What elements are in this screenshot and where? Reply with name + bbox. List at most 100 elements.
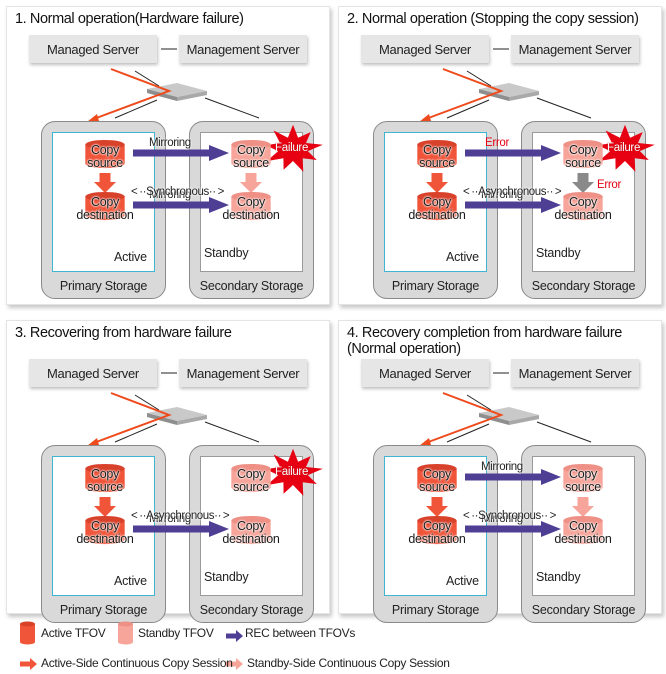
- lan-line: [466, 394, 492, 411]
- copy-mode-label: < ··Asynchronous·· >: [131, 510, 230, 522]
- managed-server-box[interactable]: Managed Server: [29, 35, 157, 63]
- access-path-arrowhead: [419, 438, 431, 446]
- access-path-arrowhead: [419, 114, 431, 122]
- copy-mode-label: < ··Synchronous·· >: [131, 186, 224, 198]
- lan-line: [536, 97, 592, 119]
- active-copy-source-label: Copy source: [419, 143, 455, 170]
- panel-title: 4. Recovery completion from hardware fai…: [347, 325, 622, 357]
- rec-destination-label: Mirroring: [149, 513, 191, 525]
- network-switch-icon: [479, 407, 539, 425]
- management-server-box[interactable]: Management Server: [511, 359, 639, 387]
- failure-burst-icon: [597, 124, 655, 172]
- network-switch-icon: [479, 83, 539, 101]
- rec-destination-label: Mirroring: [481, 189, 523, 201]
- active-label: Active: [446, 574, 479, 588]
- failure-label: Failure: [275, 142, 309, 154]
- rec-destination-label: Mirroring: [149, 189, 191, 201]
- management-server-box[interactable]: Management Server: [511, 35, 639, 63]
- active-label: Active: [114, 250, 147, 264]
- legend-standby-session-arrow-icon: [226, 658, 243, 670]
- access-path-line: [90, 68, 172, 121]
- managed-server-box[interactable]: Managed Server: [361, 35, 489, 63]
- primary-storage-label: Primary Storage: [391, 603, 480, 617]
- access-path-arrowhead: [87, 114, 99, 122]
- standby-copy-destination-volume-icon: [563, 515, 603, 545]
- standby-copy-source-volume-icon: [231, 463, 271, 493]
- management-server-box[interactable]: Management Server: [179, 359, 307, 387]
- management-server-box[interactable]: Management Server: [179, 35, 307, 63]
- standby-label: Standby: [536, 570, 581, 584]
- lan-line: [114, 423, 158, 443]
- lan-line: [114, 99, 158, 119]
- active-copy-destination-label: Copy destination: [408, 519, 466, 546]
- active-copy-destination-label: Copy destination: [76, 519, 134, 546]
- standby-session-arrow: [240, 173, 262, 193]
- active-copy-source-label: Copy source: [87, 143, 123, 170]
- standby-label: Standby: [204, 246, 249, 260]
- connection-layer: [87, 372, 260, 446]
- panel-title: 1. Normal operation(Hardware failure): [15, 11, 244, 27]
- primary-storage-label: Primary Storage: [391, 279, 480, 293]
- standby-copy-source-label: Copy source: [233, 143, 269, 170]
- legend-standby-tfov-label: Standby TFOV: [138, 626, 214, 640]
- connection-layer: [419, 48, 592, 122]
- standby-copy-source-volume-icon: [231, 139, 271, 169]
- rec-source-error-label: Error: [485, 137, 510, 149]
- rec-arrow-destination: [465, 197, 561, 213]
- panel-title: 3. Recovering from hardware failure: [15, 325, 232, 341]
- active-session-arrow: [426, 173, 448, 193]
- managed-server-box[interactable]: Managed Server: [29, 359, 157, 387]
- standby-session-error-label: Error: [597, 179, 622, 191]
- rec-destination-label: Mirroring: [481, 513, 523, 525]
- active-copy-destination-volume-icon: [85, 191, 125, 221]
- primary-storage-label: Primary Storage: [59, 279, 148, 293]
- standby-copy-source-label: Copy source: [233, 467, 269, 494]
- scenario-panel-1: 1. Normal operation(Hardware failure) Man…: [6, 6, 330, 305]
- copy-arrow-layer: [94, 124, 323, 213]
- managed-server-box[interactable]: Managed Server: [361, 359, 489, 387]
- active-session-arrow: [426, 497, 448, 517]
- legend-active-tfov-label: Active TFOV: [41, 626, 106, 640]
- standby-copy-destination-label: Copy destination: [554, 519, 612, 546]
- copy-arrow-layer: [426, 469, 594, 537]
- rec-arrow-destination: [133, 521, 229, 537]
- active-copy-destination-label: Copy destination: [408, 195, 466, 222]
- legend-active-tfov-icon: [20, 621, 35, 645]
- rec-arrow-source: [133, 145, 229, 161]
- standby-copy-source-label: Copy source: [565, 143, 601, 170]
- scenario-panel-2: 2. Normal operation (Stopping the copy s…: [338, 6, 662, 305]
- active-copy-source-volume-icon: [85, 463, 125, 493]
- connection-layer: [419, 372, 592, 446]
- legend-active-session-arrow-icon: [20, 658, 37, 670]
- legend-active-session-label: Active-Side Continuous Copy Session: [41, 656, 233, 670]
- active-copy-destination-volume-icon: [417, 515, 457, 545]
- standby-session-arrow: [572, 497, 594, 517]
- secondary-storage-label: Secondary Storage: [531, 279, 636, 293]
- rec-arrow-source: [465, 145, 561, 161]
- active-copy-source-volume-icon: [417, 463, 457, 493]
- active-copy-destination-volume-icon: [417, 191, 457, 221]
- panel-title: 2. Normal operation (Stopping the copy s…: [347, 11, 639, 27]
- rec-arrow-source: [465, 469, 561, 485]
- active-copy-source-label: Copy source: [87, 467, 123, 494]
- connection-layer: [87, 48, 260, 122]
- stopped-session-arrow: [572, 173, 594, 193]
- standby-copy-destination-label: Copy destination: [554, 195, 612, 222]
- secondary-storage-label: Secondary Storage: [199, 603, 304, 617]
- standby-copy-destination-volume-icon: [231, 515, 271, 545]
- scenario-panel-4: 4. Recovery completion from hardware fai…: [338, 320, 662, 623]
- standby-copy-destination-label: Copy destination: [222, 195, 280, 222]
- failure-burst-icon: [265, 448, 323, 496]
- access-path-line: [422, 68, 504, 121]
- rec-arrow-destination: [133, 197, 229, 213]
- legend-standby-session-label: Standby-Side Continuous Copy Session: [247, 656, 450, 670]
- network-switch-icon: [147, 407, 207, 425]
- active-copy-destination-label: Copy destination: [76, 195, 134, 222]
- legend-rec-label: REC between TFOVs: [245, 626, 356, 640]
- active-copy-source-volume-icon: [417, 139, 457, 169]
- active-copy-source-volume-icon: [85, 139, 125, 169]
- failure-label: Failure: [275, 466, 309, 478]
- lan-line: [536, 421, 592, 443]
